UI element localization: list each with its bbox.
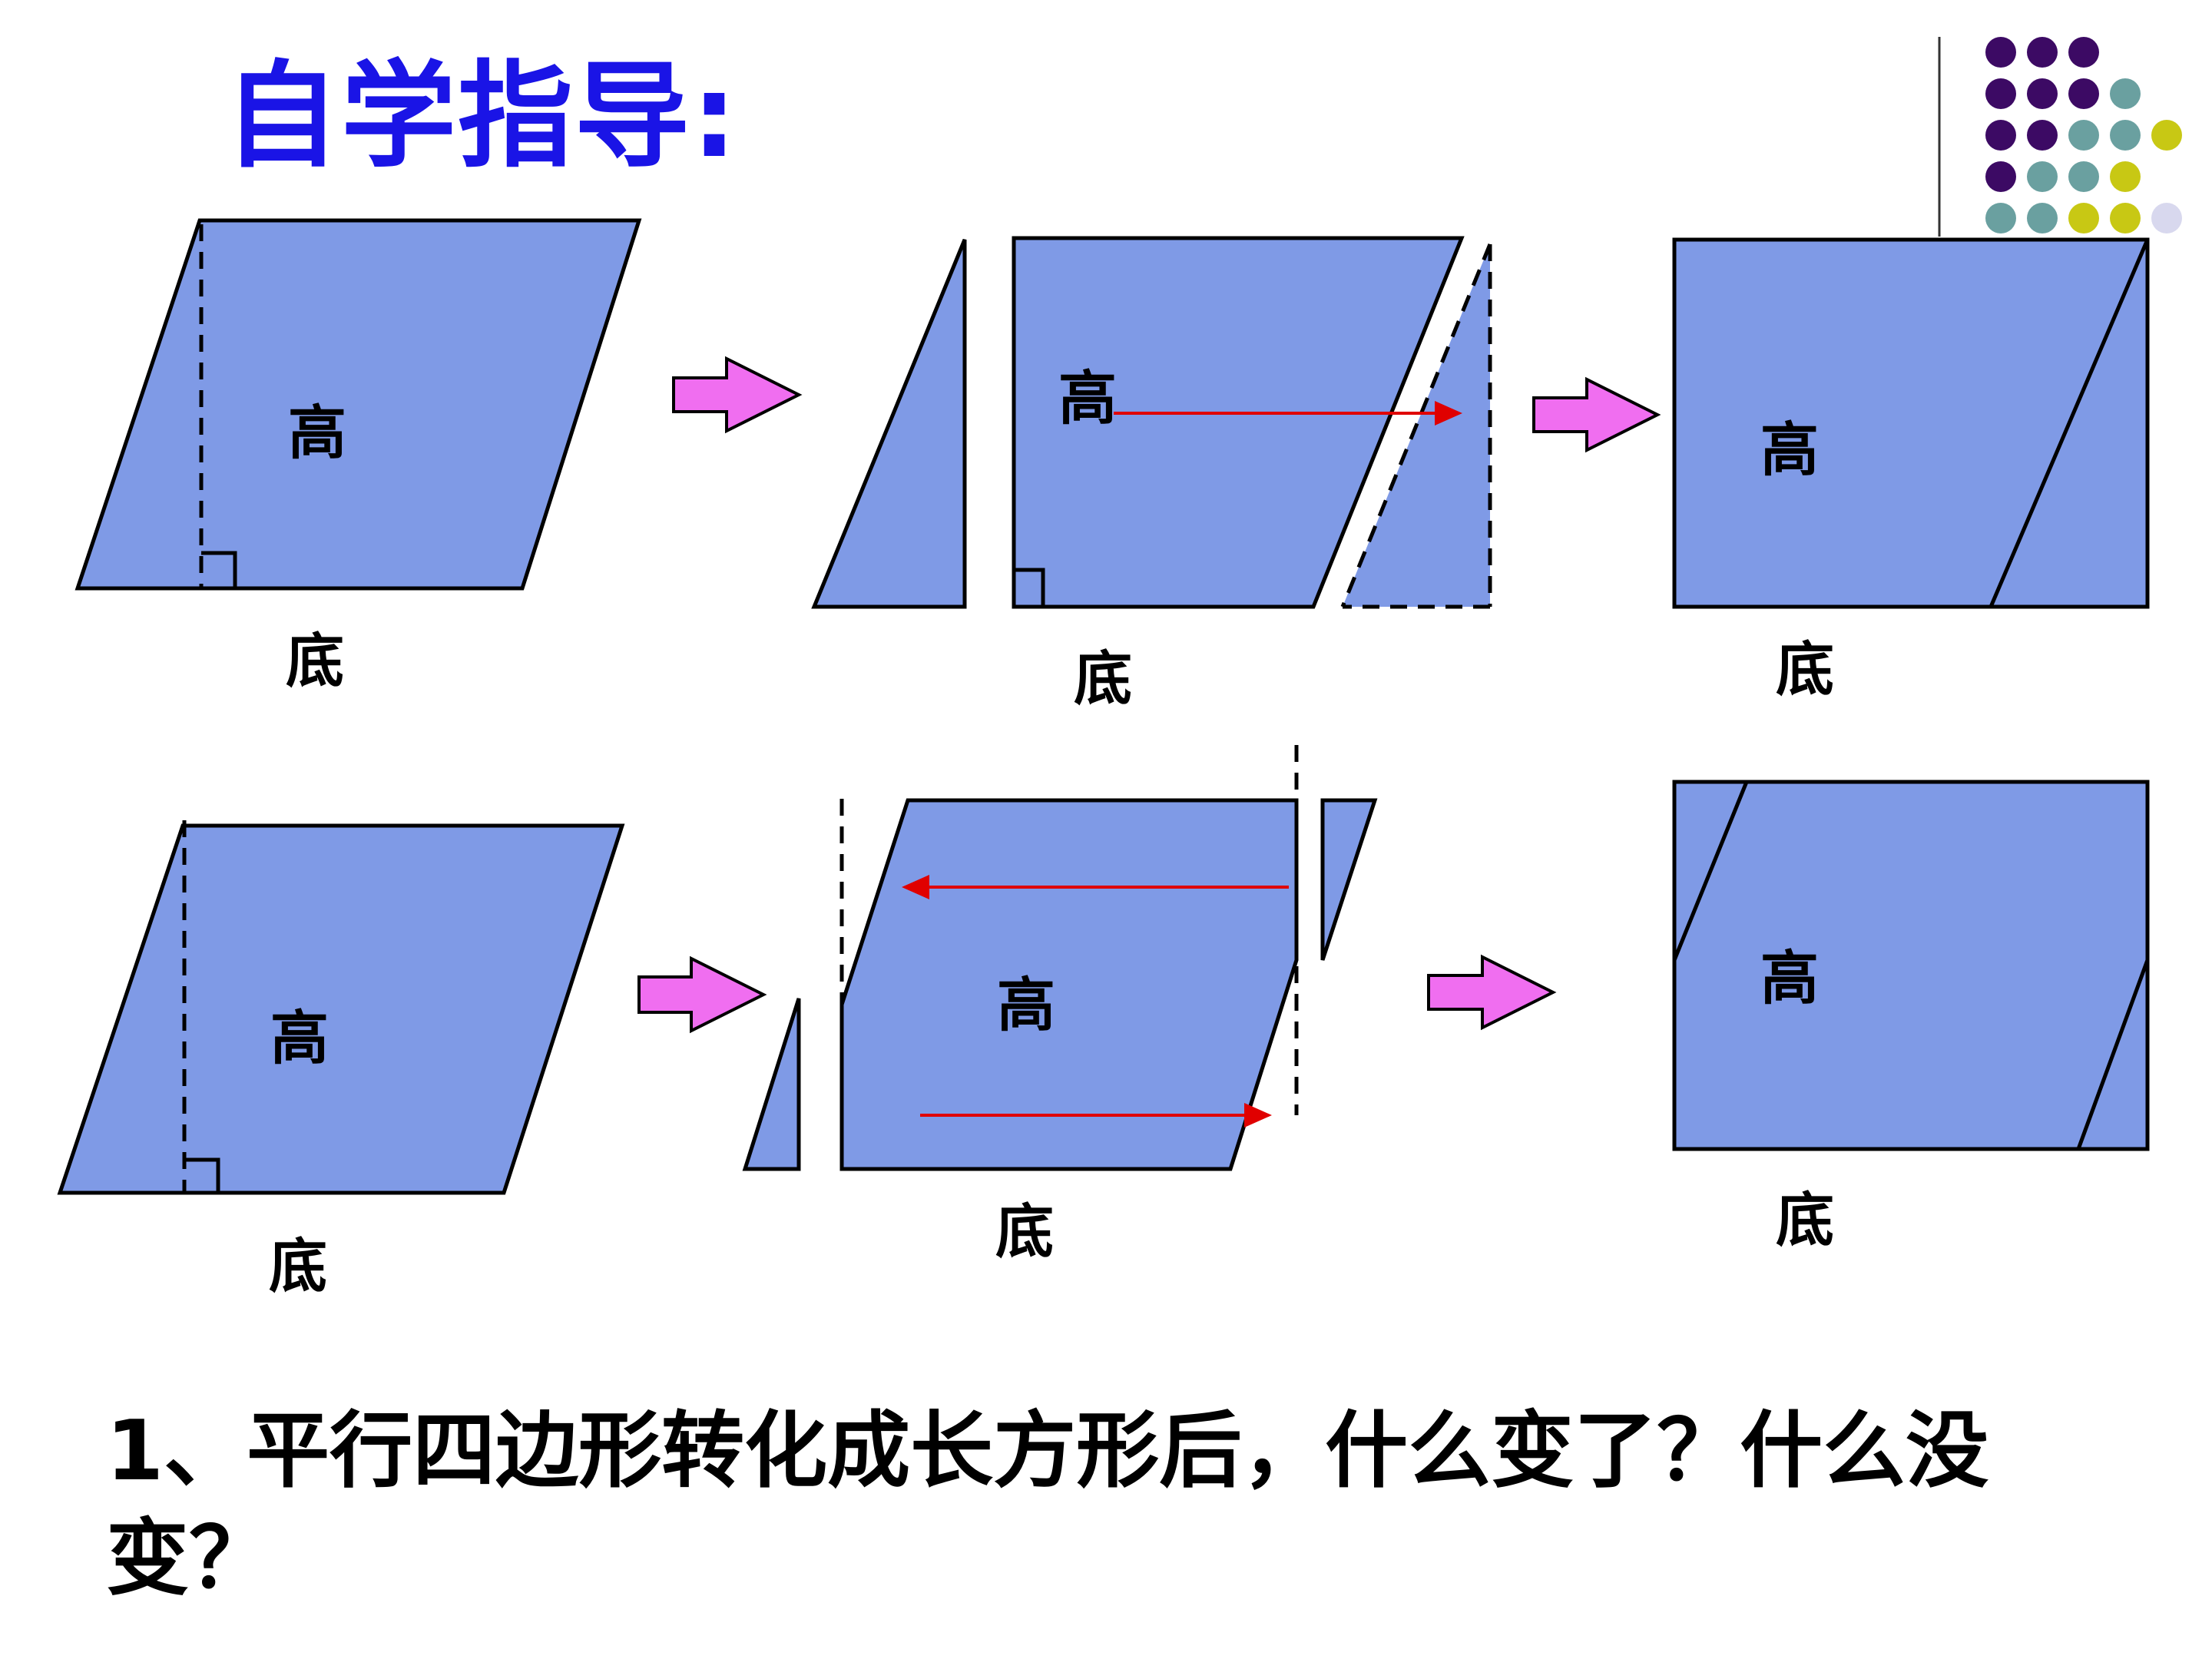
base-label: 底 [995, 1197, 1054, 1266]
decorative-dot [2110, 78, 2141, 109]
height-label: 高 [1058, 364, 1117, 432]
base-label: 底 [286, 627, 344, 695]
rectangle-2: 高 底 [1672, 780, 2150, 1254]
right-arrow-1 [672, 356, 803, 434]
decorative-dot [2068, 120, 2099, 151]
decorative-dot [1985, 203, 2016, 233]
right-arrow-3 [637, 955, 767, 1034]
base-label: 底 [1776, 1186, 1834, 1254]
question-text: 1、平行四边形转化成长方形后，什么变了？什么没变？ [106, 1403, 1989, 1607]
decorative-dot [2027, 37, 2058, 68]
cut-parallelogram-1: 高 底 [811, 236, 1492, 713]
height-label: 高 [288, 399, 346, 467]
cut-parallelogram-2: 高 底 [742, 745, 1378, 1266]
decorative-dot [2068, 37, 2099, 68]
decorative-dot [2110, 203, 2141, 233]
decorative-dot [1985, 120, 2016, 151]
cut-triangle-left [811, 239, 967, 609]
cut-triangle-left [742, 998, 801, 1171]
decorative-dot [2068, 203, 2099, 233]
base-label: 底 [269, 1232, 327, 1300]
right-arrow-4 [1427, 954, 1557, 1031]
right-angle-mark [1014, 568, 1045, 607]
base-label: 底 [1776, 635, 1834, 704]
decorative-dot [2151, 120, 2182, 151]
height-label: 高 [997, 971, 1055, 1039]
parallelogram-1: 高 底 [75, 218, 642, 695]
decorative-dot [2027, 161, 2058, 192]
decorative-dot [2110, 120, 2141, 151]
page-title: 自学指导: [224, 50, 739, 184]
height-label: 高 [1760, 416, 1819, 484]
decorative-dot [1985, 161, 2016, 192]
seam-line-left [1672, 781, 1749, 961]
decorative-dot-grid [1938, 37, 2182, 237]
base-label: 底 [1074, 644, 1132, 713]
parallelogram-2: 高 底 [57, 820, 625, 1300]
decorative-dot [2151, 203, 2182, 233]
decorative-dot [2027, 203, 2058, 233]
cut-triangle-right [1320, 798, 1378, 961]
decorative-dot [1985, 78, 2016, 109]
decorative-dot [2068, 161, 2099, 192]
decorative-dot [2027, 120, 2058, 151]
decorative-dot [2110, 161, 2141, 192]
rectangle-1: 高 底 [1672, 237, 2150, 704]
decorative-dot [1985, 37, 2016, 68]
right-arrow-2 [1532, 376, 1661, 453]
height-label: 高 [270, 1004, 329, 1072]
main-piece [1012, 236, 1465, 609]
right-angle-mark [184, 1157, 220, 1193]
height-label: 高 [1760, 944, 1819, 1012]
seam-line-right [2076, 959, 2150, 1150]
seam-line [1988, 239, 2150, 608]
decorative-dot [2027, 78, 2058, 109]
right-angle-mark [201, 551, 237, 588]
decorative-dot [2068, 78, 2099, 109]
